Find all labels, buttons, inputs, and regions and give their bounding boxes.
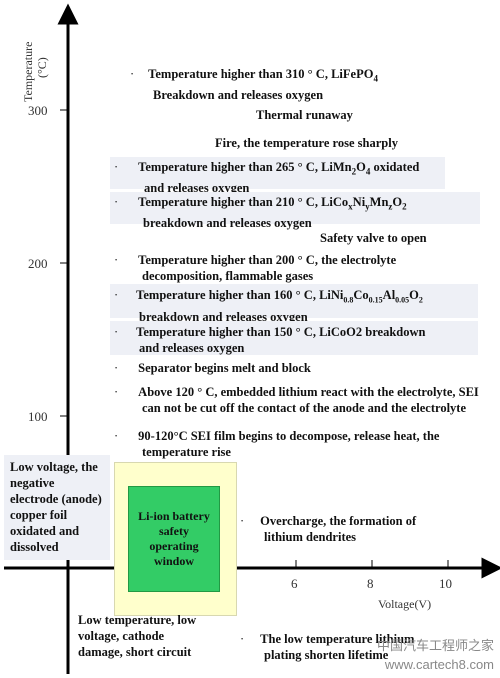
x-axis-label: Voltage(V) (378, 597, 432, 611)
x-tick-label-10: 10 (439, 576, 452, 591)
bullet-dot: · (130, 67, 135, 81)
sei-decomp-line2: temperature rise (142, 445, 231, 459)
nmc-sub-y: y (365, 201, 370, 212)
bullet-dot: · (240, 632, 245, 646)
lco-line1: Temperature higher than 150 ° C, LiCoO2 … (136, 325, 426, 339)
nmc-sub-x: x (348, 201, 353, 212)
bullet-dot: · (114, 160, 119, 174)
note-safety-valve: Safety valve to open (320, 231, 427, 245)
limn-mid: O (356, 160, 366, 174)
note-electrolyte: · Temperature higher than 200 ° C, the el… (114, 252, 396, 284)
nmc-line1: Temperature higher than 210 ° C, LiCo (138, 195, 349, 209)
note-low-voltage: Low voltage, the negative electrode (ano… (4, 455, 110, 560)
overcharge-line1: Overcharge, the formation of (260, 514, 417, 528)
note-lifepo4: · Temperature higher than 310 ° C, LiFePO… (130, 66, 378, 103)
y-tick-label-300: 300 (28, 103, 48, 118)
nmc-o: O (392, 195, 403, 209)
limn-sub1: 2 (351, 166, 357, 177)
watermark-line1: 中国汽车工程师之家 (376, 639, 494, 654)
x-tick-label-6: 6 (291, 576, 298, 591)
sei-decomp-line1: 90-120°C SEI film begins to decompose, r… (138, 429, 440, 443)
nca-sub2: 0.15 (368, 295, 383, 305)
sei-react-line2: can not be cut off the contact of the an… (142, 401, 467, 415)
bullet-dot: · (114, 429, 119, 443)
nmc-mn: Mn (369, 195, 389, 209)
band-nmc (110, 192, 480, 224)
limn-line1: Temperature higher than 265 ° C, LiMn (138, 160, 352, 174)
nmc-sub-2: 2 (402, 201, 407, 212)
electrolyte-line2: decomposition, flammable gases (142, 269, 314, 283)
lifepo4-line1: Temperature higher than 310 ° C, LiFePO (148, 67, 374, 81)
nmc-line2: breakdown and releases oxygen (143, 215, 312, 230)
y-axis-label-line1: Temperature (21, 42, 35, 102)
sei-react-line1: Above 120 ° C, embedded lithium react wi… (138, 385, 479, 399)
separator-text: Separator begins melt and block (138, 361, 311, 375)
plating-line1: The low temperature lithium (260, 632, 415, 646)
y-tick-label-100: 100 (28, 409, 48, 424)
limn-sub2: 4 (365, 166, 371, 177)
note-sei-react: · Above 120 ° C, embedded lithium react w… (114, 384, 479, 416)
note-limn2o4: · Temperature higher than 265 ° C, LiMn2O… (114, 159, 419, 196)
bullet-dot: · (114, 288, 119, 302)
lco-line2: and releases oxygen (139, 341, 245, 355)
lifepo4-line2: Breakdown and releases oxygen (153, 87, 324, 102)
note-low-temperature: Low temperature, low voltage, cathode da… (78, 613, 197, 659)
note-nmc: · Temperature higher than 210 ° C, LiCoxN… (114, 194, 407, 231)
nca-line1: Temperature higher than 160 ° C, LiNi (136, 288, 344, 302)
note-lco: · Temperature higher than 150 ° C, LiCoO2… (114, 324, 425, 356)
safe-operating-window: Li-ion battery safety operating window (128, 486, 220, 592)
nca-line2: breakdown and releases oxygen (139, 309, 308, 324)
bullet-dot: · (240, 514, 245, 528)
y-tick-label-200: 200 (28, 256, 48, 271)
bullet-dot: · (114, 253, 119, 267)
note-nca: ·Temperature higher than 160 ° C, LiNi0.… (114, 287, 423, 325)
nca-co: Co (353, 288, 369, 302)
nca-sub3: 0.05 (395, 295, 410, 305)
band-nca (110, 284, 478, 318)
bullet-dot: · (114, 325, 119, 339)
note-fire: Fire, the temperature rose sharply (215, 136, 398, 150)
watermark-line2: www.cartech8.com (384, 657, 494, 672)
watermark: 中国汽车工程师之家 www.cartech8.com (377, 638, 494, 674)
note-thermal-runaway: Thermal runaway (256, 108, 353, 122)
bullet-dot: · (114, 385, 119, 399)
nca-sub4: 2 (418, 295, 423, 305)
bullet-dot: · (114, 361, 119, 375)
note-overcharge: · Overcharge, the formation of lithium de… (240, 513, 416, 545)
lifepo4-subscript: 4 (373, 73, 378, 84)
y-axis-label-line2: (°C) (35, 57, 49, 78)
nmc-sub-z: z (388, 201, 393, 212)
note-sei-decompose: · 90-120°C SEI film begins to decompose, … (114, 428, 439, 460)
bullet-dot: · (114, 195, 119, 209)
band-limn2o4 (110, 157, 445, 189)
overcharge-line2: lithium dendrites (264, 530, 357, 544)
note-separator: · Separator begins melt and block (114, 360, 311, 376)
plating-line2: plating shorten lifetime (264, 648, 389, 662)
nmc-ni: Ni (352, 195, 366, 209)
note-low-temp-plating: · The low temperature lithium plating sho… (240, 631, 414, 663)
safe-window-label: Li-ion battery safety operating window (138, 509, 210, 568)
nca-o: O (409, 288, 419, 302)
limn-line2: and releases oxygen (144, 180, 250, 195)
nca-al: Al (382, 288, 396, 302)
x-tick-label-8: 8 (367, 576, 374, 591)
band-lco (110, 321, 478, 355)
electrolyte-line1: Temperature higher than 200 ° C, the ele… (138, 253, 397, 267)
limn-tail: oxidated (370, 160, 420, 174)
nca-sub1: 0.8 (343, 295, 354, 305)
